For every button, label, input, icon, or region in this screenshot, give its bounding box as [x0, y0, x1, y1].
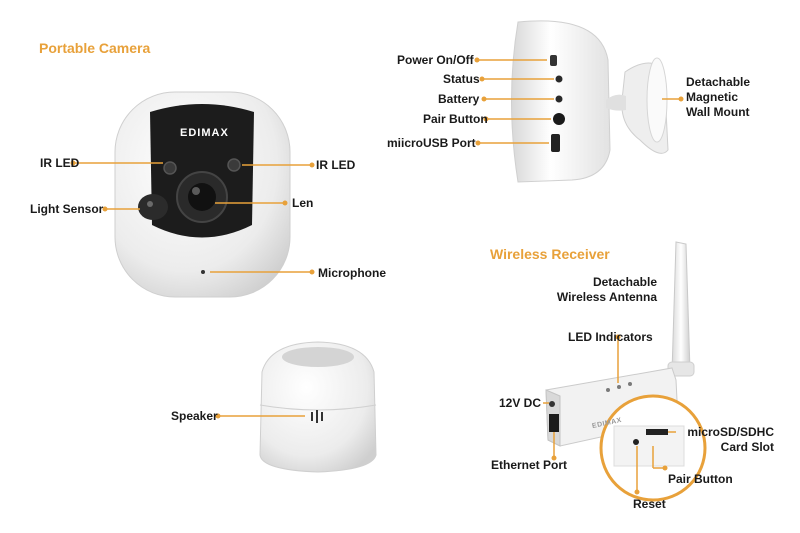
camera-back-illustration	[259, 341, 377, 473]
label-12v-dc: 12V DC	[499, 396, 542, 410]
label-power: Power On/Off	[397, 53, 474, 67]
label-light-sensor: Light Sensor	[30, 202, 104, 216]
label-speaker: Speaker	[171, 409, 218, 423]
label-microphone: Microphone	[318, 266, 386, 280]
label-antenna: Detachable Wireless Antenna	[556, 275, 657, 304]
label-ethernet: Ethernet Port	[491, 458, 568, 472]
label-usb-port: miicroUSB Port	[387, 136, 476, 150]
label-ir-led-right: IR LED	[316, 158, 356, 172]
label-reset: Reset	[633, 497, 666, 511]
label-pair-button-receiver: Pair Button	[668, 472, 733, 486]
label-pair-button-camera: Pair Button	[423, 112, 488, 126]
brand-logo: EDIMAX	[180, 127, 229, 139]
label-led-indicators: LED Indicators	[568, 330, 653, 344]
section-title-portable-camera: Portable Camera	[39, 40, 151, 56]
leader-dots	[70, 57, 684, 495]
camera-side-illustration	[511, 20, 669, 183]
label-status: Status	[443, 72, 480, 86]
section-title-wireless-receiver: Wireless Receiver	[490, 246, 610, 262]
leader-lines	[73, 59, 681, 492]
label-sd-slot: microSD/SDHC Card Slot	[687, 425, 774, 454]
label-battery: Battery	[438, 92, 480, 106]
label-ir-led-left: IR LED	[40, 156, 80, 170]
label-len: Len	[292, 196, 314, 210]
label-wall-mount: Detachable Magnetic Wall Mount	[686, 75, 751, 119]
camera-front-illustration	[114, 91, 291, 298]
